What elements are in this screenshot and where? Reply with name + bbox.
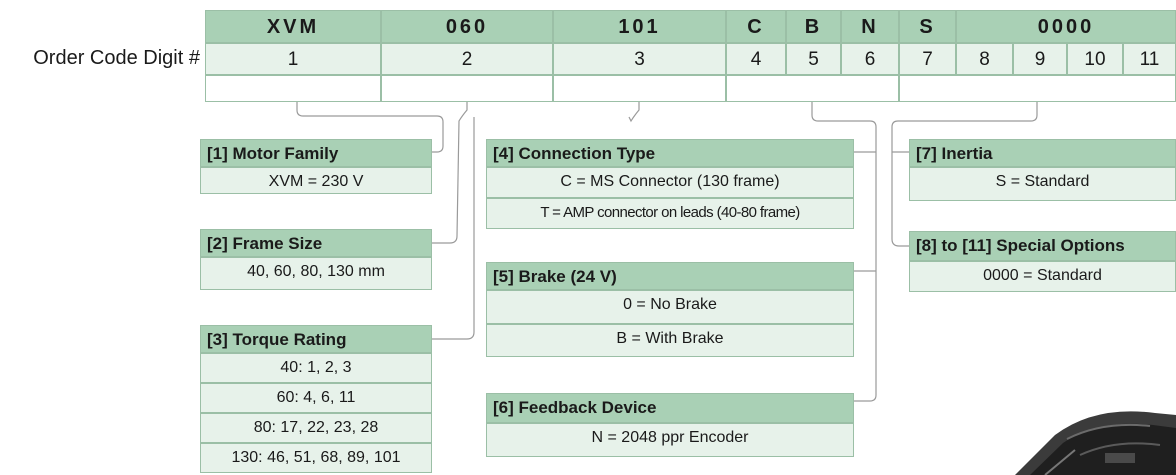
slot-1 [205, 75, 381, 102]
connection-type-row: C = MS Connector (130 frame) [486, 167, 854, 198]
digit-11: 11 [1123, 43, 1176, 75]
digit-7: 7 [899, 43, 956, 75]
slot-4-6 [726, 75, 899, 102]
code-feedback: N [841, 10, 899, 43]
order-code-digit-label: Order Code Digit # [33, 47, 200, 69]
inertia-title: [7] Inertia [909, 139, 1176, 167]
digit-4: 4 [726, 43, 786, 75]
torque-rating-title: [3] Torque Rating [200, 325, 432, 353]
slot-7-11 [899, 75, 1176, 102]
code-torque: 101 [553, 10, 726, 43]
code-connection: C [726, 10, 786, 43]
digit-8: 8 [956, 43, 1013, 75]
connection-type-title: [4] Connection Type [486, 139, 854, 167]
special-options-title: [8] to [11] Special Options [909, 231, 1176, 261]
code-frame: 060 [381, 10, 553, 43]
feedback-device-row: N = 2048 ppr Encoder [486, 423, 854, 457]
torque-rating-row: 40: 1, 2, 3 [200, 353, 432, 383]
motor-family-row: XVM = 230 V [200, 167, 432, 194]
code-special: 0000 [956, 10, 1176, 43]
connection-type-row: T = AMP connector on leads (40-80 frame) [486, 198, 854, 229]
code-inertia: S [899, 10, 956, 43]
frame-size-row: 40, 60, 80, 130 mm [200, 257, 432, 290]
digit-9: 9 [1013, 43, 1067, 75]
motor-family-title: [1] Motor Family [200, 139, 432, 167]
brake-row: B = With Brake [486, 324, 854, 357]
frame-size-title: [2] Frame Size [200, 229, 432, 257]
digit-5: 5 [786, 43, 841, 75]
torque-rating-row: 130: 46, 51, 68, 89, 101 [200, 443, 432, 473]
slot-2 [381, 75, 553, 102]
brake-title: [5] Brake (24 V) [486, 262, 854, 290]
inertia-row: S = Standard [909, 167, 1176, 201]
special-options-row: 0000 = Standard [909, 261, 1176, 292]
slot-3 [553, 75, 726, 102]
brake-row: 0 = No Brake [486, 290, 854, 324]
torque-rating-row: 60: 4, 6, 11 [200, 383, 432, 413]
torque-rating-row: 80: 17, 22, 23, 28 [200, 413, 432, 443]
digit-10: 10 [1067, 43, 1123, 75]
digit-1: 1 [205, 43, 381, 75]
digit-2: 2 [381, 43, 553, 75]
servo-motor-image [1015, 411, 1176, 475]
feedback-device-title: [6] Feedback Device [486, 393, 854, 423]
digit-3: 3 [553, 43, 726, 75]
code-brake: B [786, 10, 841, 43]
digit-6: 6 [841, 43, 899, 75]
code-xvm: XVM [205, 10, 381, 43]
